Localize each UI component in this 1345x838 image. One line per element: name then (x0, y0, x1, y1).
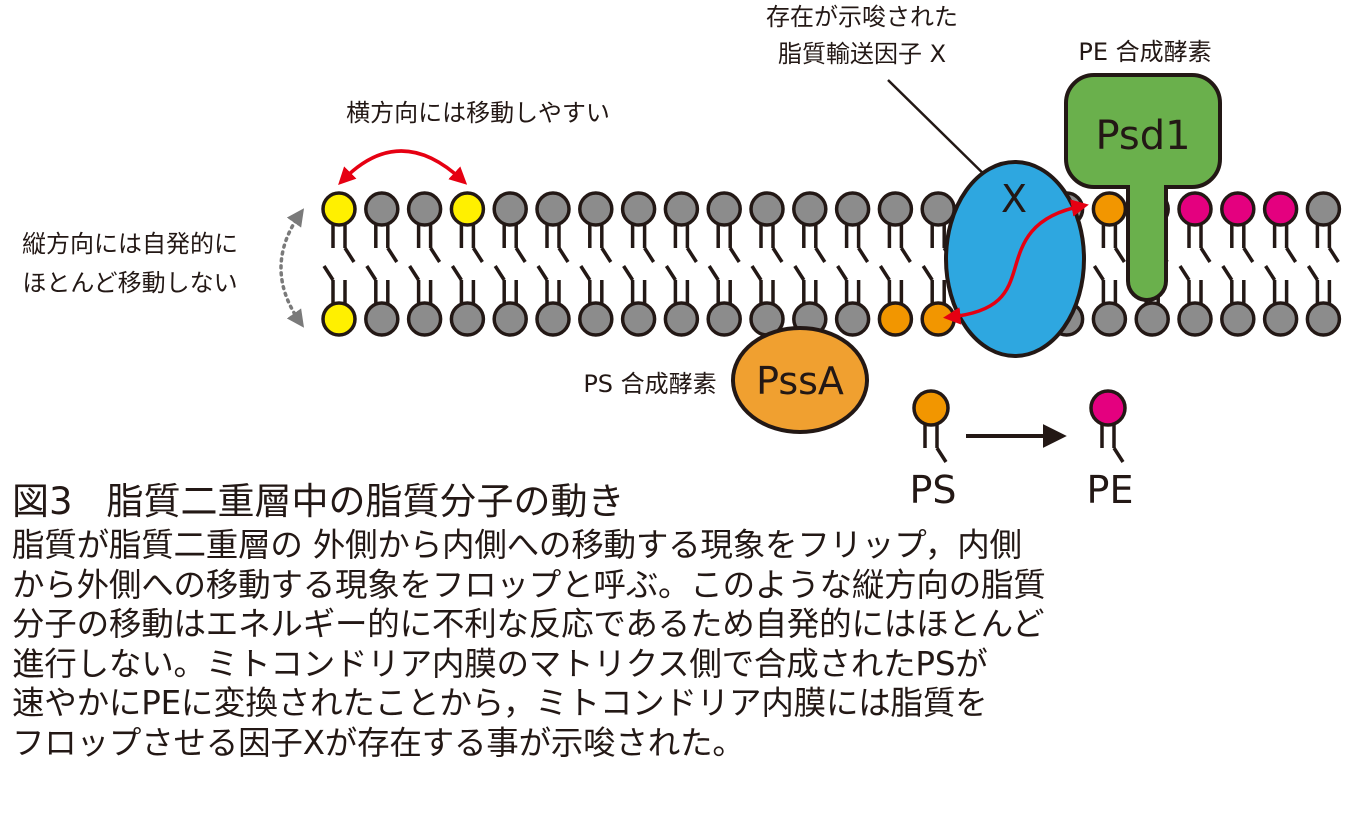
lipid-molecule (877, 265, 914, 337)
vertical-movement-arrow (279, 208, 305, 328)
lipid-molecule (706, 191, 742, 263)
lipid-molecule (1091, 265, 1128, 337)
outer-leaflet (321, 191, 1342, 263)
lipid-bilayer-diagram: 横方向には移動しやすい 縦方向には自発的に ほとんど移動しない X 存在が示唆さ… (22, 3, 1342, 512)
ps-label: PS (909, 468, 956, 512)
lipid-molecule (578, 191, 614, 263)
caption-line: から外側への移動する現象をフロップと呼ぶ。このような縦方向の脂質 (12, 565, 1046, 604)
figure-number: 図3 (12, 480, 73, 523)
lipid-molecule (749, 265, 785, 337)
psd1-label: Psd1 (1095, 113, 1190, 159)
lateral-movement-label: 横方向には移動しやすい (346, 99, 610, 127)
lipid-molecule (1305, 191, 1342, 263)
lipid-molecule (620, 265, 657, 337)
lipid-molecule (834, 191, 871, 263)
vertical-movement-label-line2: ほとんど移動しない (22, 269, 237, 297)
factor-x-pointer-line (887, 79, 999, 189)
flop-route-arrow (943, 199, 1089, 325)
caption-line: 脂質が脂質二重層の 外側から内側への移動する現象をフリップ，内側 (12, 526, 1022, 564)
pe-synthase-label: PE 合成酵素 (1078, 38, 1211, 66)
lateral-movement-arrow (338, 149, 468, 185)
lipid-molecule (620, 191, 657, 263)
pssa-enzyme (731, 326, 869, 434)
lipid-molecule (449, 265, 486, 337)
lipid-molecule (834, 265, 871, 337)
lipid-molecule (706, 265, 742, 337)
ps-synthase-label: PS 合成酵素 (583, 370, 716, 398)
caption-title-row: 図3 脂質二重層中の脂質分子の動き (12, 478, 1337, 526)
lipid-molecule (792, 265, 828, 337)
caption-line: 速やかにPEに変換されたことから，ミトコンドリア内膜には脂質を (12, 684, 988, 722)
lipid-molecule (578, 265, 614, 337)
factor-x-letter: X (1001, 177, 1027, 221)
lipid-molecule (364, 191, 400, 263)
caption-line: フロップさせる因子Xが存在する事が示唆された。 (12, 723, 745, 762)
lipid-molecule (1262, 265, 1299, 337)
lipid-molecule (1305, 265, 1342, 337)
pssa-label: PssA (756, 359, 844, 403)
psd1-enzyme: Psd1 (1064, 73, 1222, 302)
lipid-molecule (321, 191, 357, 263)
lipid-molecule (749, 191, 785, 263)
lipid-molecule (1091, 191, 1128, 263)
lipid-molecule (1220, 265, 1256, 337)
lipid-molecule (492, 265, 528, 337)
lipid-molecule (1177, 265, 1213, 337)
caption-line: 進行しない。ミトコンドリア内膜のマトリクス側で合成されたPSが (12, 644, 988, 683)
lipid-molecule (792, 191, 828, 263)
lipid-molecule (663, 265, 700, 337)
lipid-molecule (877, 191, 914, 263)
lipid-molecule (1220, 191, 1256, 263)
lipid-molecule (1177, 191, 1213, 263)
factor-x-label-line2: 脂質輸送因子 X (778, 40, 946, 68)
lipid-molecule (535, 191, 571, 263)
lipid-molecule (1262, 191, 1299, 263)
caption-title: 脂質二重層中の脂質分子の動き (106, 480, 625, 523)
pe-lipid-icon (1089, 389, 1127, 463)
lipid-molecule (321, 265, 357, 337)
lipid-molecule (663, 191, 700, 263)
figure-caption: 図3 脂質二重層中の脂質分子の動き 脂質が脂質二重層の 外側から内側への移動する現… (12, 478, 1337, 763)
lipid-molecule (406, 265, 443, 337)
lipid-molecule (492, 191, 528, 263)
lipid-molecule (364, 265, 400, 337)
inner-leaflet (321, 265, 1342, 337)
factor-x-label-line1: 存在が示唆された (766, 3, 958, 31)
lipid-molecule (535, 265, 571, 337)
caption-body: 脂質が脂質二重層の 外側から内側への移動する現象をフリップ，内側 から外側への移… (12, 526, 1337, 763)
lipid-molecule (449, 191, 486, 263)
ps-lipid-icon (912, 389, 950, 463)
caption-line: 分子の移動はエネルギー的に不利な反応であるため自発的にはほとんど (12, 605, 1045, 643)
lipid-molecule (1134, 265, 1170, 337)
vertical-movement-label-line1: 縦方向には自発的に (22, 230, 238, 258)
lipid-molecule (406, 191, 443, 263)
pe-label: PE (1087, 468, 1134, 512)
